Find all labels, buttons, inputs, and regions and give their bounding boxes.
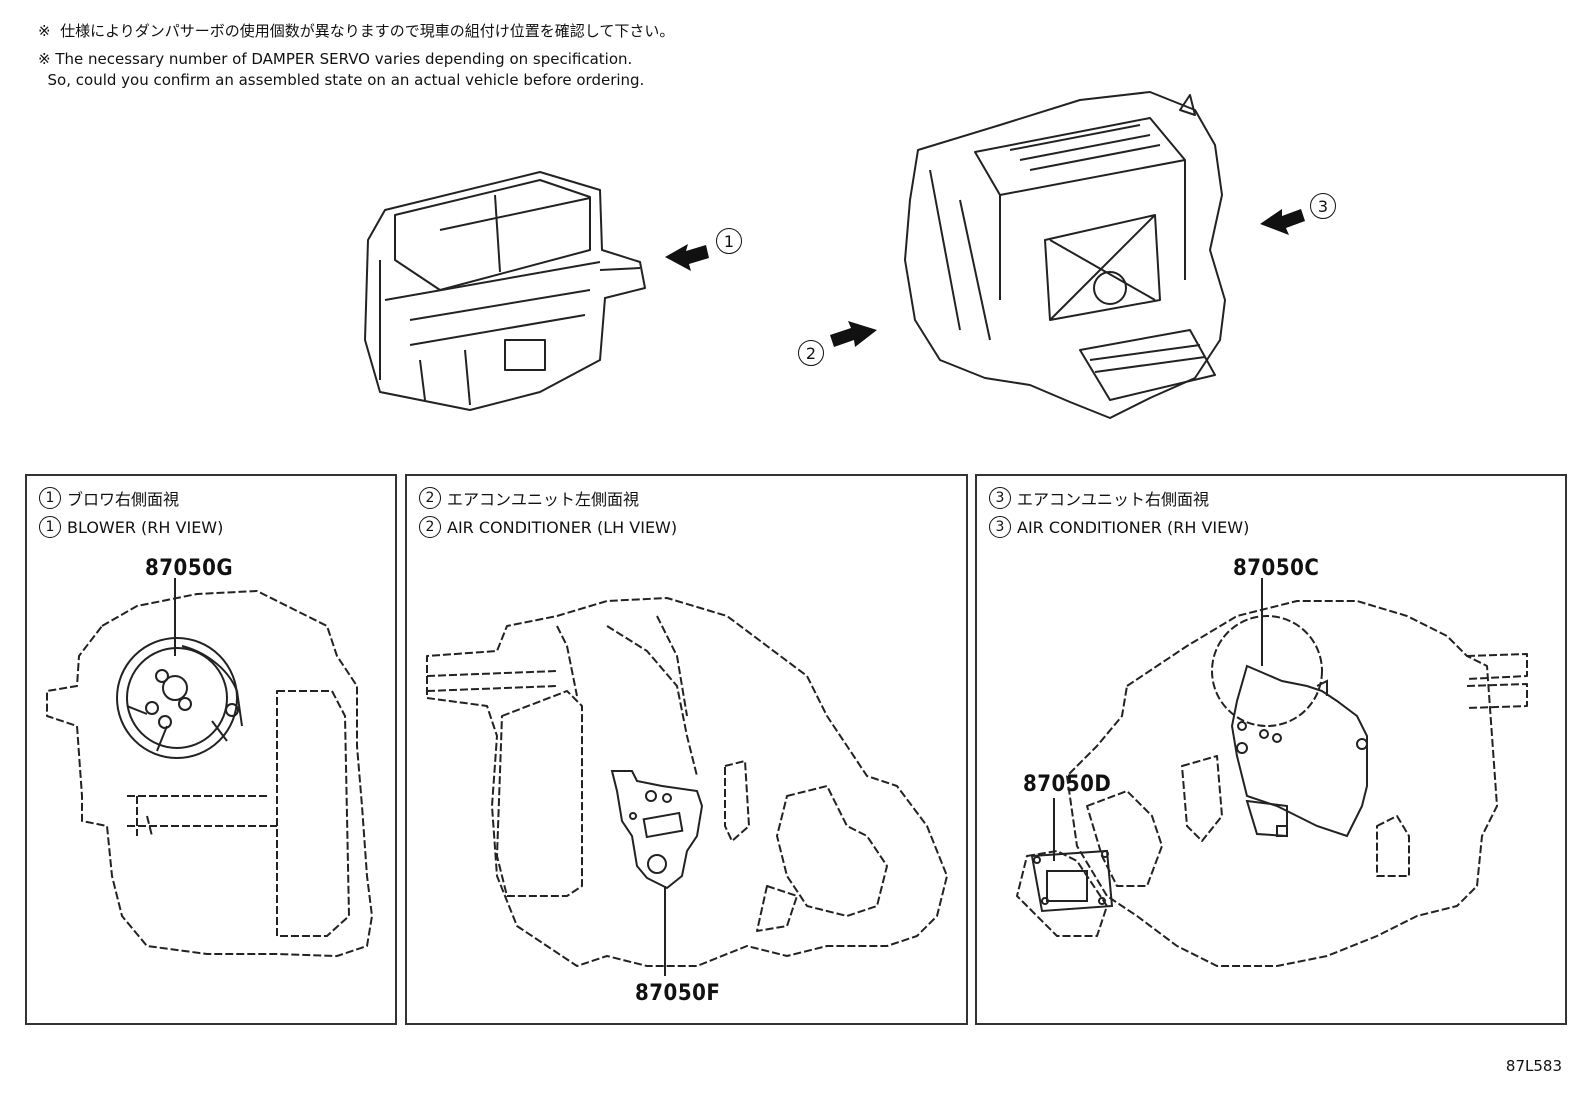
arrow-1: [665, 244, 709, 271]
panel-1-title-en: 1 BLOWER (RH VIEW): [39, 516, 223, 538]
panel-3-title-en: 3 AIR CONDITIONER (RH VIEW): [989, 516, 1249, 538]
callout-2-number: 2: [798, 340, 824, 366]
panel-air-conditioner-rh-view: 3 エアコンユニット右側面視 3 AIR CONDITIONER (RH VIE…: [975, 474, 1567, 1025]
callout-3-number: 3: [1310, 193, 1336, 219]
note-english-line2: So, could you confirm an assembled state…: [38, 71, 645, 89]
part-87050F[interactable]: 87050F: [635, 981, 721, 1006]
part-87050G[interactable]: 87050G: [145, 556, 234, 581]
panel-1-title-jp: 1 ブロワ右側面視: [39, 486, 179, 510]
panel-3-title-jp-text: エアコンユニット右側面視: [1017, 490, 1210, 509]
panel-1-title-en-text: BLOWER (RH VIEW): [67, 517, 224, 537]
panel-2-number: 2: [419, 487, 441, 509]
callout-3: 3: [1310, 193, 1336, 219]
view-arrows: [665, 209, 1305, 347]
panel-3-number-en: 3: [989, 516, 1011, 538]
overview-drawing: [364, 91, 1305, 419]
panel-1-number: 1: [39, 487, 61, 509]
callout-1-number: 1: [716, 228, 742, 254]
part-87050C[interactable]: 87050C: [1233, 556, 1320, 581]
panel-1-drawing: [46, 578, 373, 957]
panel-2-drawing: [426, 597, 948, 976]
panel-1-number-en: 1: [39, 516, 61, 538]
panel-3-number: 3: [989, 487, 1011, 509]
callout-2: 2: [798, 340, 824, 366]
air-conditioner-unit-drawing: [904, 91, 1226, 419]
note-english-line1: ※ The necessary number of DAMPER SERVO v…: [38, 50, 633, 68]
panel-2-title-jp: 2 エアコンユニット左側面視: [419, 486, 639, 510]
drawing-number: 87L583: [1505, 1057, 1562, 1075]
note-japanese: ※ 仕様によりダンパサーボの使用個数が異なりますので現車の組付け位置を確認して下…: [38, 22, 675, 40]
panel-2-number-en: 2: [419, 516, 441, 538]
panel-2-title-jp-text: エアコンユニット左側面視: [447, 490, 640, 509]
panel-3-drawing: [1016, 578, 1528, 967]
arrow-2: [830, 321, 877, 347]
blower-unit-drawing: [364, 171, 646, 411]
panel-air-conditioner-lh-view: 2 エアコンユニット左側面視 2 AIR CONDITIONER (LH VIE…: [405, 474, 968, 1025]
panel-blower-rh-view: 1 ブロワ右側面視 1 BLOWER (RH VIEW) 87050G: [25, 474, 397, 1025]
panel-3-title-en-text: AIR CONDITIONER (RH VIEW): [1017, 517, 1250, 537]
panel-3-title-jp: 3 エアコンユニット右側面視: [989, 486, 1209, 510]
panel-2-title-en: 2 AIR CONDITIONER (LH VIEW): [419, 516, 677, 538]
panel-2-title-en-text: AIR CONDITIONER (LH VIEW): [447, 517, 678, 537]
arrow-3: [1260, 209, 1305, 235]
panel-1-title-jp-text: ブロワ右側面視: [67, 490, 180, 509]
callout-1: 1: [716, 228, 742, 254]
